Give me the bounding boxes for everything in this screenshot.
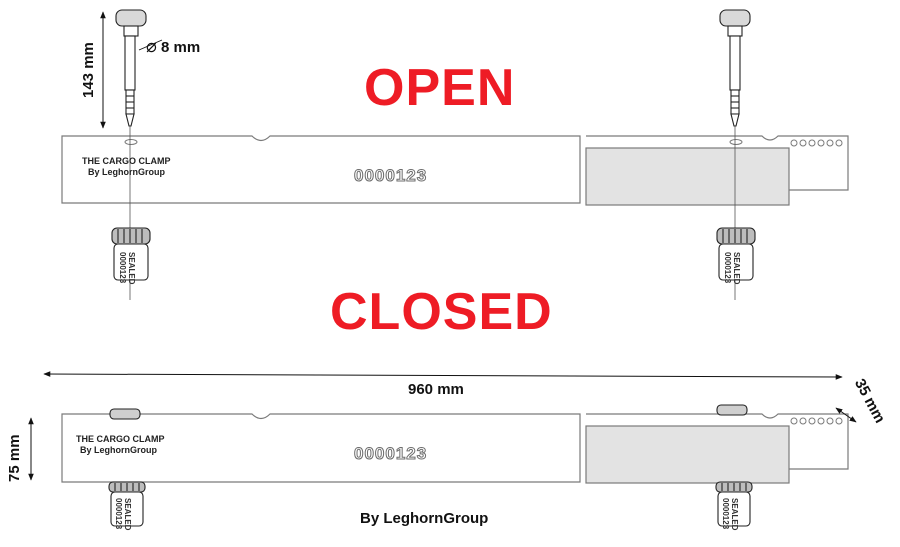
open-clamp	[61, 9, 849, 300]
seal-number: 0000123	[118, 252, 127, 284]
diameter-leader	[138, 39, 163, 51]
seal-number: 0000123	[723, 252, 732, 284]
open-left-seal-text: SEALED 0000123	[118, 252, 136, 285]
seal-number: 0000123	[114, 498, 123, 530]
seal-sealed-label: SEALED	[730, 498, 739, 531]
open-clamp-name: THE CARGO CLAMP	[82, 156, 171, 166]
open-right-bar	[586, 135, 849, 191]
height-label: 75 mm	[6, 434, 23, 482]
closed-right-seal	[715, 481, 753, 527]
open-right-seal-text: SEALED 0000123	[723, 252, 741, 285]
footer-brand: By LeghornGroup	[360, 510, 489, 527]
closed-sleeve	[585, 425, 790, 484]
open-right-bolt-hole	[729, 139, 743, 145]
open-label: OPEN	[364, 59, 516, 117]
closed-clamp-brand: By LeghornGroup	[80, 445, 157, 455]
diameter-icon: ⌀	[146, 36, 157, 56]
closed-right-seal-text: SEALED 0000123	[721, 498, 739, 531]
closed-adjust-holes	[790, 417, 843, 425]
closed-right-bar	[586, 413, 849, 470]
length-arrow	[43, 371, 843, 380]
seal-sealed-label: SEALED	[123, 498, 132, 531]
open-left-seal	[111, 227, 151, 281]
bolt-diameter-value: 8 mm	[161, 39, 201, 56]
seal-number: 0000123	[721, 498, 730, 530]
open-clamp-brand: By LeghornGroup	[88, 167, 165, 177]
closed-clamp-name: THE CARGO CLAMP	[76, 434, 165, 444]
closed-left-bolt-head	[109, 408, 141, 420]
seal-sealed-label: SEALED	[732, 252, 741, 285]
seal-sealed-label: SEALED	[127, 252, 136, 285]
bolt-height-label: 143 mm	[80, 42, 97, 98]
closed-left-seal-text: SEALED 0000123	[114, 498, 132, 531]
open-right-seal	[716, 227, 756, 281]
open-serial-number: 0000123	[353, 166, 428, 186]
open-left-bolt-hole	[124, 139, 138, 145]
open-bar-body	[61, 135, 581, 204]
closed-clamp	[28, 371, 857, 527]
open-adjust-holes	[790, 139, 843, 147]
length-label: 960 mm	[408, 381, 464, 398]
bolt-diameter-label: ⌀ 8 mm	[146, 36, 200, 57]
width-arrow	[835, 407, 857, 423]
closed-left-seal	[108, 481, 146, 527]
closed-bar-body	[61, 413, 581, 483]
closed-label: CLOSED	[330, 283, 553, 341]
closed-serial-number: 0000123	[353, 444, 428, 464]
closed-right-bolt-head	[716, 404, 748, 416]
open-sleeve	[585, 147, 790, 206]
